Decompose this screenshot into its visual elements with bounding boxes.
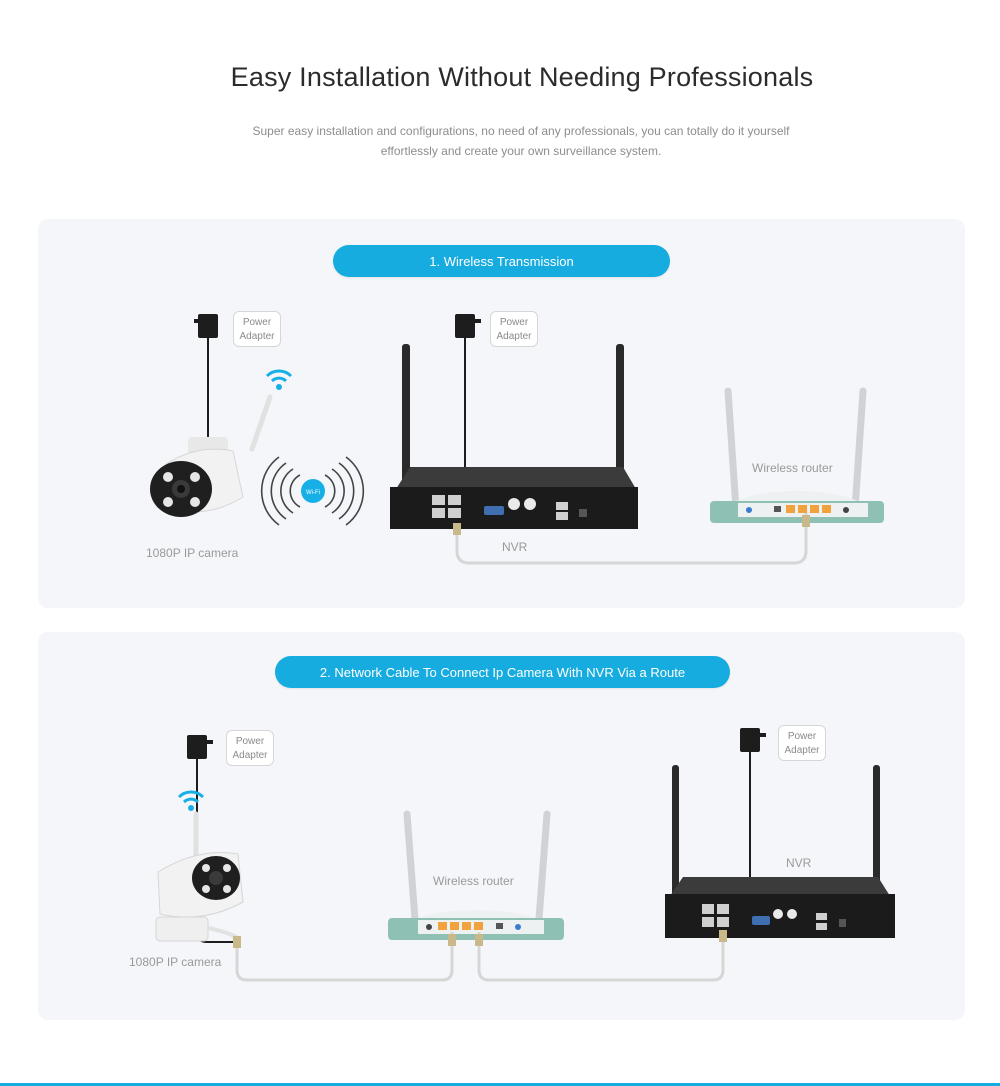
subtitle-line-1: Super easy installation and configuratio… [252, 124, 790, 138]
network-cable-diagram [155, 728, 895, 982]
network-cable-panel: 2. Network Cable To Connect Ip Camera Wi… [38, 632, 965, 1020]
ip-camera-icon [150, 394, 273, 517]
wifi-badge-label: Wi-Fi [306, 490, 320, 496]
nvr-label: NVR [786, 856, 812, 870]
power-adapter-icon [740, 728, 766, 752]
power-adapter-icon [455, 314, 481, 338]
power-adapter-icon [194, 314, 218, 338]
camera-label: 1080P IP camera [129, 955, 222, 969]
section-pill-network-cable: 2. Network Cable To Connect Ip Camera Wi… [275, 656, 730, 688]
bottom-accent-line [0, 1083, 1000, 1086]
wireless-transmission-panel: 1. Wireless Transmission [38, 219, 965, 608]
ip-camera-icon [155, 811, 244, 942]
section-pill-wireless: 1. Wireless Transmission [333, 245, 670, 277]
ethernet-cable [233, 930, 727, 982]
power-adapter-label: Power Adapter [778, 725, 826, 761]
wireless-waves-icon [260, 456, 365, 526]
power-adapter-label: Power Adapter [233, 311, 281, 347]
nvr-device-icon [390, 344, 638, 529]
page-subtitle: Super easy installation and configuratio… [200, 121, 842, 161]
camera-label: 1080P IP camera [146, 546, 239, 560]
ethernet-cable [453, 513, 810, 565]
router-label: Wireless router [752, 461, 833, 475]
router-label: Wireless router [433, 874, 514, 888]
wifi-signal-icon [177, 790, 205, 811]
wireless-router-icon [710, 387, 884, 523]
page-title: Easy Installation Without Needing Profes… [230, 62, 814, 92]
subtitle-line-2: effortlessly and create your own surveil… [380, 144, 662, 158]
power-adapter-icon [187, 735, 213, 759]
wireless-router-icon [388, 810, 564, 940]
wifi-signal-icon [265, 369, 293, 390]
nvr-label: NVR [502, 540, 528, 554]
wireless-diagram: Wi-Fi [150, 314, 884, 565]
power-adapter-label: Power Adapter [490, 311, 538, 347]
nvr-device-icon [665, 765, 895, 938]
power-adapter-label: Power Adapter [226, 730, 274, 766]
